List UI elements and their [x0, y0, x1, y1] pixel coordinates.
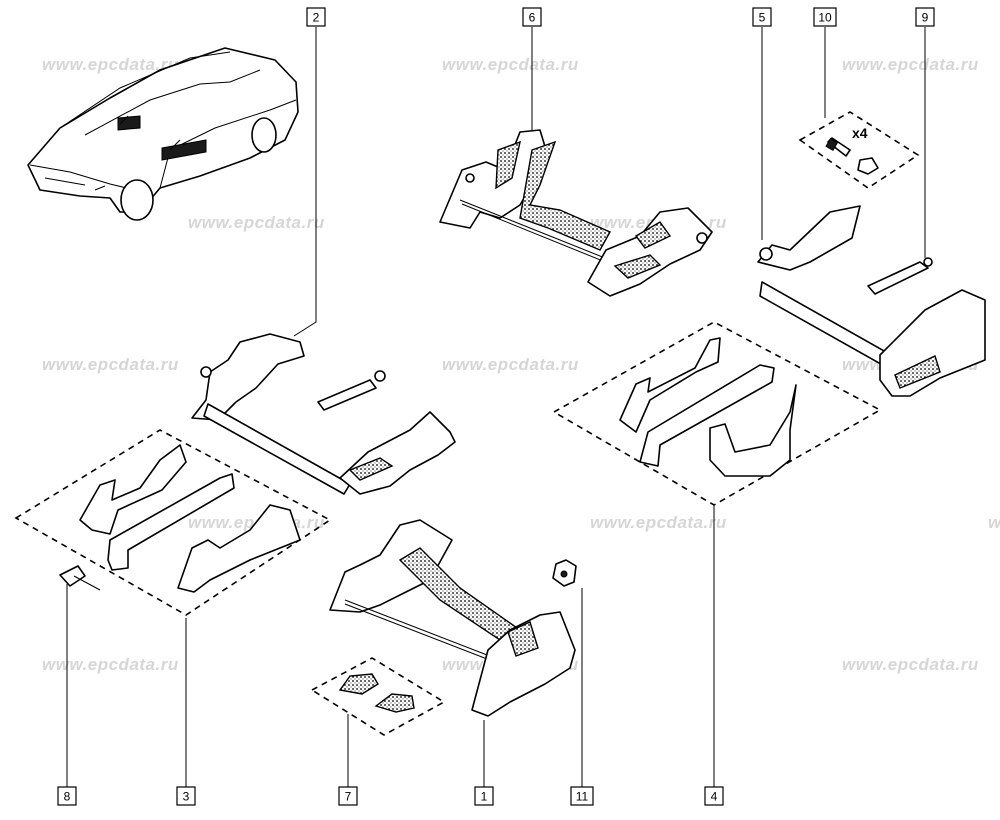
svg-text:6: 6: [529, 11, 536, 25]
watermark-text: www.epcdata.ru: [442, 355, 579, 374]
part-4-bracket-set: [619, 337, 797, 477]
callout-7: 7: [338, 786, 358, 806]
callout-11: 11: [570, 786, 594, 806]
leader-lines: [66, 27, 926, 788]
part-5-seat-frame: [757, 205, 986, 397]
callout-9: 9: [915, 7, 935, 27]
callout-2: 2: [306, 7, 326, 27]
svg-text:5: 5: [759, 11, 766, 25]
callout-1: 1: [474, 786, 494, 806]
svg-text:7: 7: [345, 790, 352, 804]
quantity-label: x4: [852, 125, 868, 141]
watermark-text: www.epcdata.ru: [590, 513, 727, 532]
svg-text:10: 10: [818, 11, 832, 25]
part-10-bolt-set: x4: [798, 111, 920, 189]
watermark-text: www.epcdata.ru: [42, 55, 179, 74]
callout-4: 4: [704, 786, 724, 806]
part-1-seat-frame: [329, 519, 577, 717]
part-2-seat-frame: [191, 333, 456, 495]
svg-text:4: 4: [711, 790, 718, 804]
part-6-seat-frame: [439, 129, 713, 297]
callout-6: 6: [522, 7, 542, 27]
part-3-bracket-set: [59, 444, 301, 593]
watermark-text: www.epcdata.ru: [842, 55, 979, 74]
svg-text:9: 9: [922, 11, 929, 25]
watermark-text: www.epcdata.ru: [188, 213, 325, 232]
callout-3: 3: [176, 786, 196, 806]
svg-text:2: 2: [313, 11, 320, 25]
callout-5: 5: [752, 7, 772, 27]
car-thumbnail: [27, 47, 299, 221]
watermark-text: www.epcdata.ru: [988, 513, 1000, 532]
watermark-text: www.epcdata.ru: [42, 655, 179, 674]
callout-8: 8: [57, 786, 77, 806]
watermark-text: www.epcdata.ru: [42, 355, 179, 374]
svg-text:3: 3: [183, 790, 190, 804]
callout-10: 10: [813, 7, 837, 27]
svg-text:1: 1: [481, 790, 488, 804]
part-7-pads: [338, 673, 415, 713]
svg-text:11: 11: [576, 790, 589, 804]
svg-text:8: 8: [64, 790, 71, 804]
dashed-assembly-outlines: [14, 321, 882, 736]
watermark-text: www.epcdata.ru: [442, 55, 579, 74]
watermark-text: www.epcdata.ru: [842, 655, 979, 674]
